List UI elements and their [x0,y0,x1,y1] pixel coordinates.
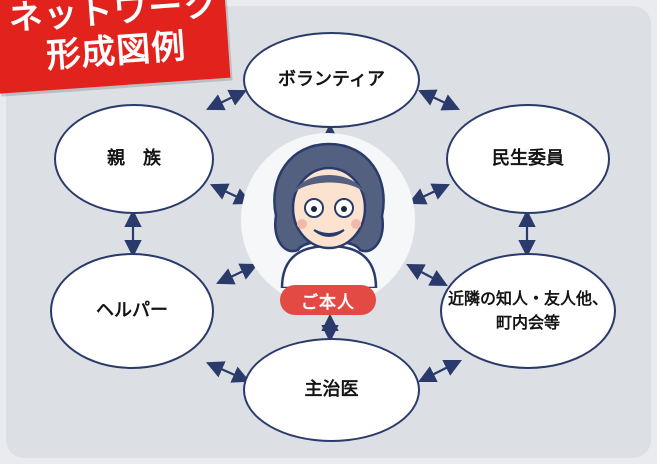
center-person-label: ご本人 [280,285,376,315]
arrow-helper-center [216,263,258,285]
node-welfare-commissioner-label: 民生委員 [492,148,564,169]
node-welfare-commissioner: 民生委員 [446,104,610,214]
node-volunteer-label: ボランティア [278,69,385,90]
node-relatives-label: 親 族 [107,148,161,169]
node-volunteer: ボランティア [243,32,420,128]
node-relatives: 親 族 [54,104,214,214]
arrow-helper-doctor [205,361,251,383]
arrow-volunteer-relatives [206,89,247,111]
node-family-doctor: 主治医 [243,338,420,442]
node-neighbors-label-line2: 町内会等 [495,313,560,332]
title-banner: ネットワーク 形成図例 [0,0,231,94]
grandmother-illustration [273,142,385,288]
arrow-neighbors-doctor [418,360,462,382]
node-neighbors: 近隣の知人・友人他、 町内会等 [440,253,616,369]
node-helper: ヘルパー [50,253,214,369]
arrow-commissioner-center [408,183,450,205]
arrow-neighbors-center [406,263,448,287]
node-neighbors-label-line1: 近隣の知人・友人他、 [447,289,608,308]
node-family-doctor-label: 主治医 [304,379,359,400]
node-helper-label: ヘルパー [96,300,168,321]
arrow-volunteer-commissioner [418,89,460,111]
